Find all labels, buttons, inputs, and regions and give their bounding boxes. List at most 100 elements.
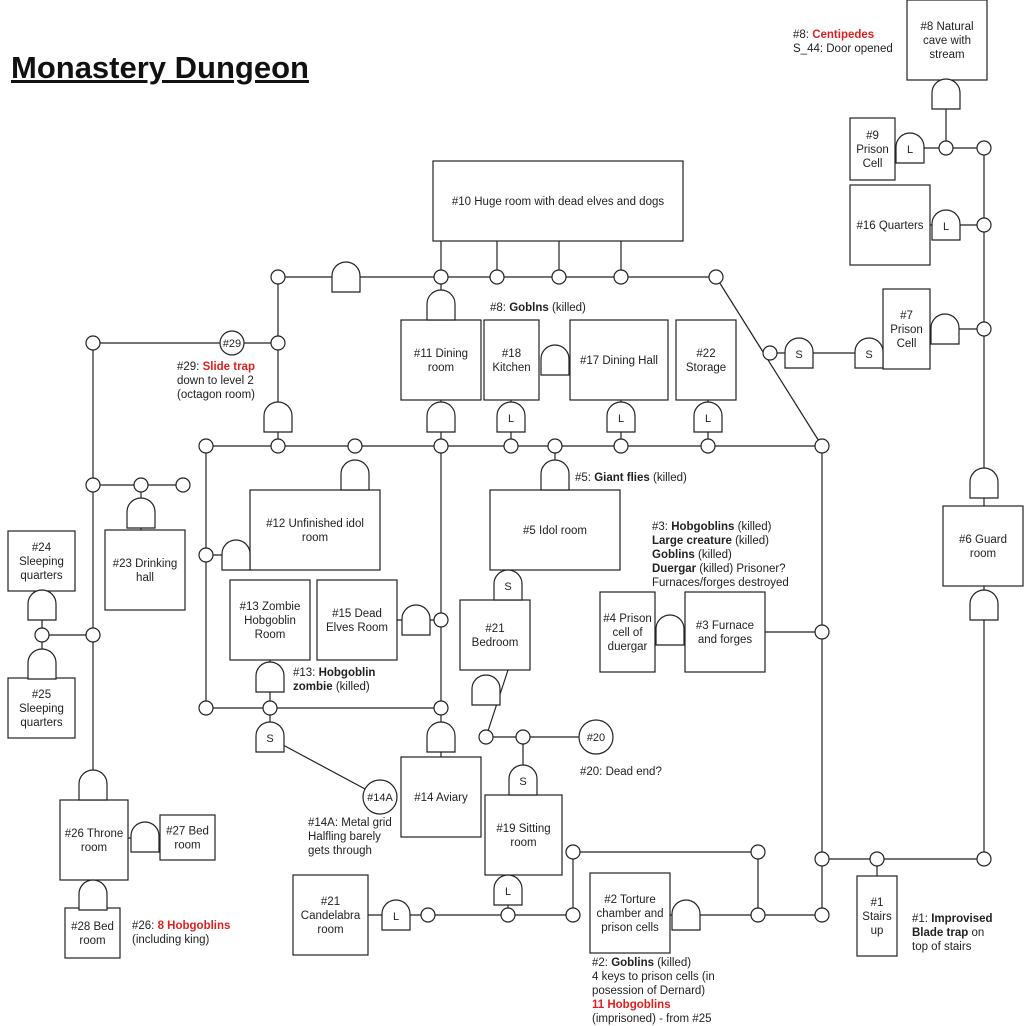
- junction-node[interactable]: [938, 140, 954, 156]
- junction-node[interactable]: [347, 438, 363, 454]
- door-icon[interactable]: [969, 589, 999, 621]
- door-icon[interactable]: [27, 589, 57, 621]
- door-icon[interactable]: [78, 769, 108, 801]
- junction-node[interactable]: [198, 438, 214, 454]
- door-icon[interactable]: [255, 661, 285, 693]
- junction-node[interactable]: [500, 907, 516, 923]
- room-r28[interactable]: #28 Bedroom: [64, 907, 121, 959]
- junction-node[interactable]: [613, 438, 629, 454]
- door-icon[interactable]: [931, 78, 961, 110]
- door-icon[interactable]: [930, 313, 960, 345]
- junction-node[interactable]: [515, 729, 531, 745]
- locked-door-icon[interactable]: L: [606, 401, 636, 433]
- room-r17[interactable]: #17 Dining Hall: [569, 319, 669, 401]
- junction-node[interactable]: [708, 269, 724, 285]
- junction-node[interactable]: [270, 335, 286, 351]
- door-icon[interactable]: [78, 879, 108, 911]
- junction-node[interactable]: [750, 844, 766, 860]
- junction-node[interactable]: [270, 438, 286, 454]
- junction-node[interactable]: [700, 438, 716, 454]
- door-icon[interactable]: [130, 821, 160, 853]
- junction-node[interactable]: [433, 612, 449, 628]
- junction-node[interactable]: [750, 907, 766, 923]
- junction-node[interactable]: [489, 269, 505, 285]
- junction-node[interactable]: [175, 477, 191, 493]
- locked-door-icon[interactable]: L: [693, 401, 723, 433]
- room-r5[interactable]: #5 Idol room: [489, 489, 621, 571]
- junction-node[interactable]: [565, 907, 581, 923]
- door-icon[interactable]: [426, 289, 456, 321]
- secret-door-icon[interactable]: S: [255, 721, 285, 753]
- junction-node[interactable]: [262, 700, 278, 716]
- junction-node[interactable]: [85, 477, 101, 493]
- junction-node[interactable]: [869, 851, 885, 867]
- junction-node[interactable]: [814, 907, 830, 923]
- locked-door-icon[interactable]: L: [493, 874, 523, 906]
- junction-node[interactable]: [270, 269, 286, 285]
- marker-m29[interactable]: #29: [219, 330, 245, 356]
- door-icon[interactable]: [426, 721, 456, 753]
- secret-door-icon[interactable]: S: [493, 569, 523, 601]
- junction-node[interactable]: [503, 438, 519, 454]
- junction-node[interactable]: [551, 269, 567, 285]
- junction-node[interactable]: [433, 700, 449, 716]
- door-icon[interactable]: [426, 401, 456, 433]
- junction-node[interactable]: [565, 844, 581, 860]
- door-icon[interactable]: [340, 459, 370, 491]
- junction-node[interactable]: [976, 217, 992, 233]
- junction-node[interactable]: [814, 851, 830, 867]
- junction-node[interactable]: [478, 729, 494, 745]
- junction-node[interactable]: [762, 345, 778, 361]
- door-icon[interactable]: [263, 401, 293, 433]
- junction-node[interactable]: [433, 269, 449, 285]
- locked-door-icon[interactable]: L: [496, 401, 526, 433]
- secret-door-icon[interactable]: S: [854, 337, 884, 369]
- junction-node[interactable]: [85, 627, 101, 643]
- junction-node[interactable]: [133, 477, 149, 493]
- junction-node[interactable]: [976, 321, 992, 337]
- junction-node[interactable]: [814, 438, 830, 454]
- junction-node[interactable]: [976, 140, 992, 156]
- junction-node[interactable]: [814, 624, 830, 640]
- room-r27[interactable]: #27 Bedroom: [159, 814, 216, 861]
- locked-door-icon[interactable]: L: [381, 899, 411, 931]
- junction-node[interactable]: [420, 907, 436, 923]
- junction-node[interactable]: [85, 335, 101, 351]
- junction-node[interactable]: [613, 269, 629, 285]
- door-icon[interactable]: [671, 899, 701, 931]
- junction-node[interactable]: [198, 700, 214, 716]
- door-icon[interactable]: [540, 344, 570, 376]
- secret-door-icon[interactable]: S: [784, 337, 814, 369]
- room-r10[interactable]: #10 Huge room with dead elves and dogs: [432, 160, 684, 242]
- room-r14[interactable]: #14 Aviary: [400, 756, 482, 838]
- locked-door-icon[interactable]: L: [895, 132, 925, 164]
- door-icon[interactable]: [471, 674, 501, 706]
- marker-m14a[interactable]: #14A: [362, 779, 398, 815]
- room-r16[interactable]: #16 Quarters: [849, 184, 931, 266]
- secret-door-icon[interactable]: S: [508, 764, 538, 796]
- door-icon[interactable]: [221, 539, 251, 571]
- door-icon[interactable]: [969, 467, 999, 499]
- junction-node[interactable]: [433, 438, 449, 454]
- junction-node[interactable]: [976, 851, 992, 867]
- junction-node[interactable]: [198, 547, 214, 563]
- door-icon[interactable]: [331, 261, 361, 293]
